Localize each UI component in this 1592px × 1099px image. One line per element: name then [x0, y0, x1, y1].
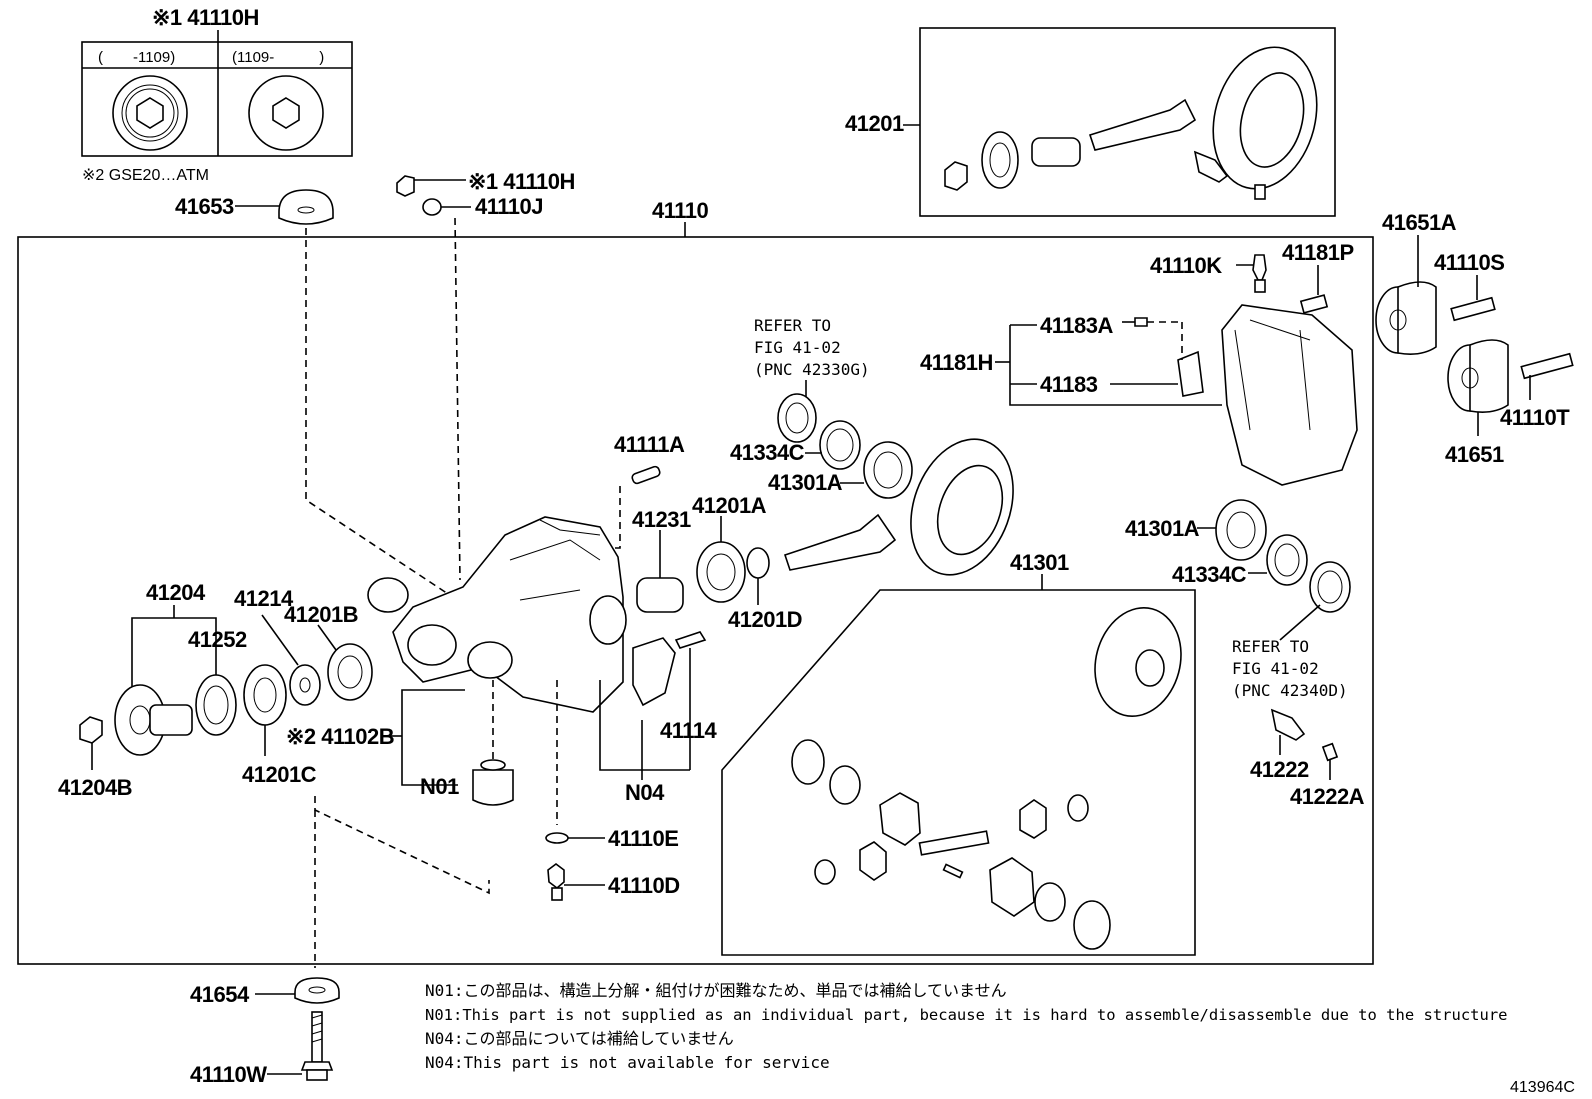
part-41201C-seal — [243, 664, 287, 756]
refer-top-line2: FIG 41-02 — [754, 338, 841, 357]
part-41111A-pin — [612, 465, 661, 549]
label-41183: 41183 — [1040, 372, 1098, 397]
label-N01: N01 — [420, 774, 459, 799]
part-41181H-cover — [995, 304, 1358, 486]
variant-table — [81, 30, 353, 157]
part-41110K-breather — [1236, 254, 1267, 293]
part-seal-bearing-right — [1197, 499, 1351, 641]
label-41201D: 41201D — [728, 607, 802, 632]
part-41231-spacer — [636, 530, 684, 613]
part-41110D-plug — [547, 863, 605, 901]
label-41301A-top: 41301A — [768, 470, 843, 495]
note-n04-en: N04:This part is not available for servi… — [425, 1053, 830, 1072]
figure-id: 413964C — [1510, 1079, 1575, 1096]
pinion-gear-box — [903, 27, 1336, 217]
label-41222: 41222 — [1250, 757, 1309, 782]
part-seal-bearing-top — [777, 393, 913, 499]
label-41201A: 41201A — [692, 493, 767, 518]
variant-table-title: ※1 41110H — [152, 5, 259, 30]
label-41110H-top: ※1 41110H — [468, 169, 575, 194]
differential-carrier-housing — [367, 516, 627, 713]
part-41110H-plug — [396, 175, 471, 581]
label-41110W: 41110W — [190, 1062, 267, 1087]
note-n01-jp: N01:この部品は、構造上分解・組付けが困難なため、単品では補給していません — [425, 981, 1007, 1000]
part-41181P-bolt — [1299, 265, 1329, 314]
label-41204: 41204 — [146, 580, 206, 605]
refer-top-line3: (PNC 42330G) — [754, 360, 870, 379]
label-41231: 41231 — [632, 507, 691, 532]
label-N04: N04 — [625, 780, 665, 805]
part-ring-and-pinion — [783, 438, 1014, 576]
label-41102B: ※2 41102B — [286, 724, 394, 749]
label-41214: 41214 — [234, 586, 294, 611]
variant-col-left: ( -1109) — [98, 49, 175, 66]
part-41651A-cap — [1375, 235, 1437, 355]
refer-right-line1: REFER TO — [1232, 637, 1309, 656]
variant-note: ※2 GSE20…ATM — [82, 167, 209, 184]
part-41110T-bolt — [1520, 352, 1574, 400]
label-41110D: 41110D — [608, 873, 680, 898]
part-41110E-washer — [545, 832, 605, 844]
label-41114: 41114 — [660, 718, 718, 743]
label-41110J: 41110J — [475, 194, 543, 219]
label-41201: 41201 — [845, 111, 904, 136]
label-41334C-top: 41334C — [730, 440, 805, 465]
part-41651-cap — [1447, 339, 1509, 436]
part-41201B-bearing — [317, 624, 373, 701]
part-41204B-nut — [79, 716, 103, 770]
note-n04-jp: N04:この部品については補給していません — [425, 1029, 734, 1048]
part-41301-differential-box — [721, 574, 1196, 956]
label-41651: 41651 — [1445, 442, 1504, 467]
refer-top-line1: REFER TO — [754, 316, 831, 335]
refer-right-line3: (PNC 42340D) — [1232, 681, 1348, 700]
part-41201D-washer — [746, 547, 770, 605]
part-41252-seal — [195, 674, 237, 736]
refer-right-line2: FIG 41-02 — [1232, 659, 1319, 678]
label-41110T: 41110T — [1500, 405, 1570, 430]
label-41110E: 41110E — [608, 826, 678, 851]
part-41110W-bolt — [267, 1011, 334, 1081]
part-N01-mount — [314, 680, 514, 968]
label-41183A: 41183A — [1040, 313, 1113, 338]
part-N04-bracket — [556, 631, 707, 825]
note-n01-en: N01:This part is not supplied as an indi… — [425, 1006, 1508, 1024]
label-41110S: 41110S — [1434, 250, 1504, 275]
label-41651A: 41651A — [1382, 210, 1457, 235]
part-41654-cushion — [255, 977, 340, 1004]
part-41222-sensor — [1270, 708, 1339, 780]
part-41110S-bolt — [1450, 275, 1496, 322]
variant-col-right: (1109- ) — [232, 49, 324, 66]
label-41301A-right: 41301A — [1125, 516, 1200, 541]
part-41204-flange — [114, 605, 217, 756]
part-41201A-bearing — [696, 516, 746, 603]
label-41653: 41653 — [175, 194, 234, 219]
assembly-frame-41110 — [17, 236, 1374, 965]
label-41110K: 41110K — [1150, 253, 1222, 278]
part-41214-washer — [261, 614, 321, 706]
label-41301: 41301 — [1010, 550, 1069, 575]
part-41653-cap — [235, 189, 493, 624]
label-41201C: 41201C — [242, 762, 317, 787]
label-41110: 41110 — [652, 198, 709, 223]
label-41654: 41654 — [190, 982, 250, 1007]
label-41334C-right: 41334C — [1172, 562, 1247, 587]
label-41204B: 41204B — [58, 775, 132, 800]
label-41201B: 41201B — [284, 602, 358, 627]
label-41252: 41252 — [188, 627, 247, 652]
label-41111A: 41111A — [614, 432, 685, 457]
label-41222A: 41222A — [1290, 784, 1365, 809]
label-41181P: 41181P — [1282, 240, 1354, 265]
label-41181H: 41181H — [920, 350, 993, 375]
